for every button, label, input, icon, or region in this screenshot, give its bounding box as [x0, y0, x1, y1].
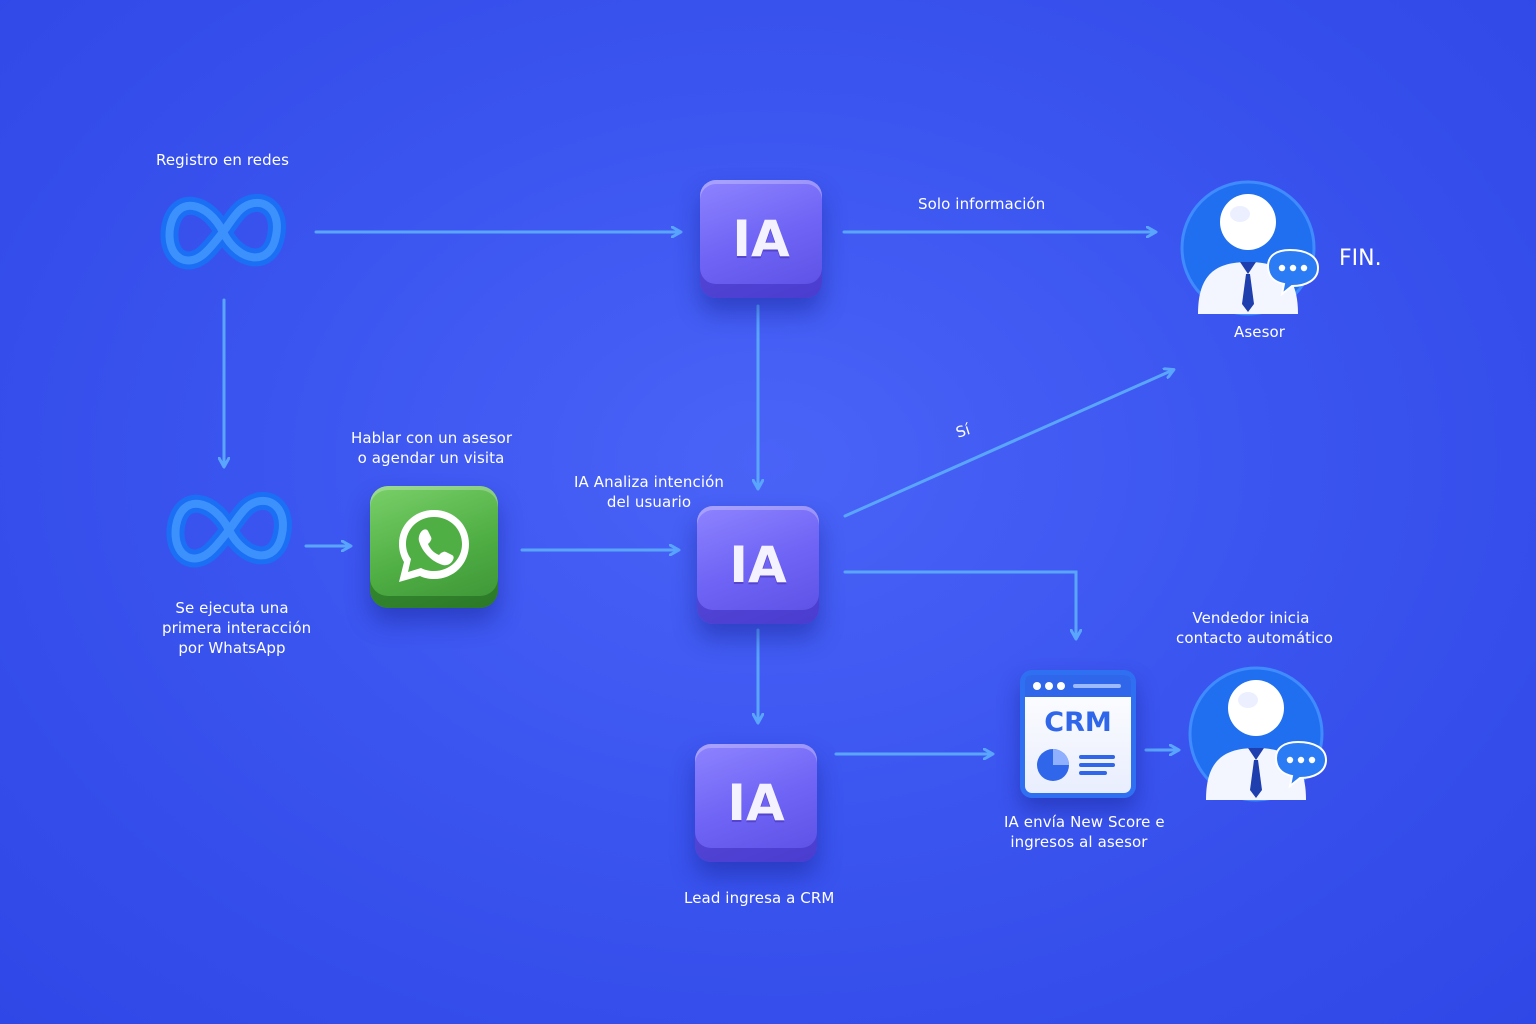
- arrow-ia-mid-to-crm: [843, 570, 1076, 638]
- infinity-logo-icon: [160, 193, 286, 270]
- infinity-logo-icon: [166, 491, 292, 568]
- crm-window-icon: CRM: [1020, 670, 1136, 798]
- chat-bubble-icon: [1274, 740, 1328, 789]
- advisor-person-icon: [1180, 180, 1320, 316]
- ia-mid-node: IA: [697, 506, 819, 624]
- ia-top-node: IA: [700, 180, 822, 298]
- whatsapp-icon: [399, 510, 469, 582]
- crm-text: CRM: [1044, 707, 1112, 738]
- chat-bubble-icon: [1266, 248, 1320, 297]
- edge-label-solo-informacion: Solo información: [918, 195, 1046, 213]
- fin-label: FIN.: [1339, 246, 1382, 271]
- whatsapp-node: [370, 486, 498, 608]
- ia-mid-label: IA Analiza intención del usuario: [574, 473, 724, 511]
- ia-bottom-node: IA: [695, 744, 817, 862]
- ia-bottom-label: Lead ingresa a CRM: [684, 889, 835, 907]
- vendedor-label: Vendedor inicia contacto automático: [1176, 609, 1334, 647]
- asesor-label: Asesor: [1234, 323, 1286, 341]
- arrow-ia-mid-to-asesor: [843, 370, 1173, 518]
- registro-label: Registro en redes: [156, 151, 289, 169]
- crm-label: IA envía New Score e ingresos al asesor: [1004, 813, 1165, 851]
- advisor-person-icon: [1188, 666, 1328, 802]
- pie-chart-icon: [1037, 749, 1115, 781]
- primera-interaccion-label: Se ejecuta una primera interacción por W…: [162, 599, 312, 657]
- whatsapp-label: Hablar con un asesor o agendar un visita: [351, 429, 513, 467]
